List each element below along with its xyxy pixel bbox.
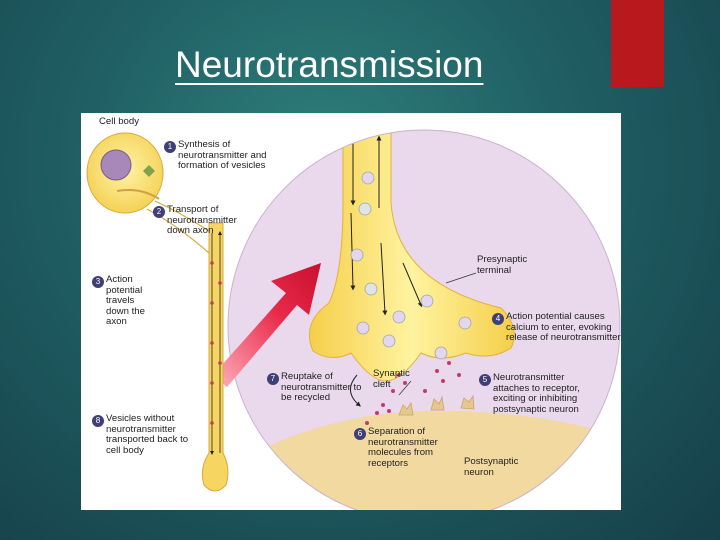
- diagram-panel: Cell body 1 Synthesis of neurotransmitte…: [81, 113, 621, 510]
- step-7-label: Reuptake of neurotransmitter to be recyc…: [281, 371, 362, 404]
- step-7-number: 7: [267, 373, 279, 385]
- step-8-number: 8: [92, 415, 104, 427]
- magnify-arrow: [213, 263, 321, 387]
- synaptic-cleft-label: Synaptic cleft: [373, 368, 410, 390]
- neuron-overview: [86, 132, 229, 492]
- step-1-label: Synthesis of neurotransmitter and format…: [178, 139, 267, 172]
- step-2-number: 2: [153, 206, 165, 218]
- step-6-label: Separation of neurotransmitter molecules…: [368, 426, 438, 469]
- presynaptic-terminal-shape: [309, 130, 515, 382]
- step-5-number: 5: [479, 374, 491, 386]
- step-8-label: Vesicles without neurotransmitter transp…: [106, 413, 189, 456]
- step-2-label: Transport of neurotransmitter down axon: [167, 204, 237, 237]
- slide-title: Neurotransmission: [175, 44, 484, 85]
- step-5-label: Neurotransmitter attaches to receptor, e…: [493, 372, 580, 415]
- step-1-number: 1: [164, 141, 176, 153]
- neuron-illustration: [86, 129, 621, 510]
- cell-body-label: Cell body: [99, 116, 139, 127]
- step-4-number: 4: [492, 313, 504, 325]
- axon-shape: [201, 222, 229, 492]
- accent-bar: [611, 0, 664, 87]
- step-3-number: 3: [92, 276, 104, 288]
- step-4-label: Action potential causes calcium to enter…: [506, 311, 621, 344]
- postsynaptic-neuron-label: Postsynaptic neuron: [464, 456, 519, 478]
- step-3-label: Action potential travels down the axon: [106, 274, 145, 328]
- step-6-number: 6: [354, 428, 366, 440]
- nucleus-shape: [100, 149, 132, 181]
- presynaptic-terminal-label: Presynaptic terminal: [477, 254, 528, 276]
